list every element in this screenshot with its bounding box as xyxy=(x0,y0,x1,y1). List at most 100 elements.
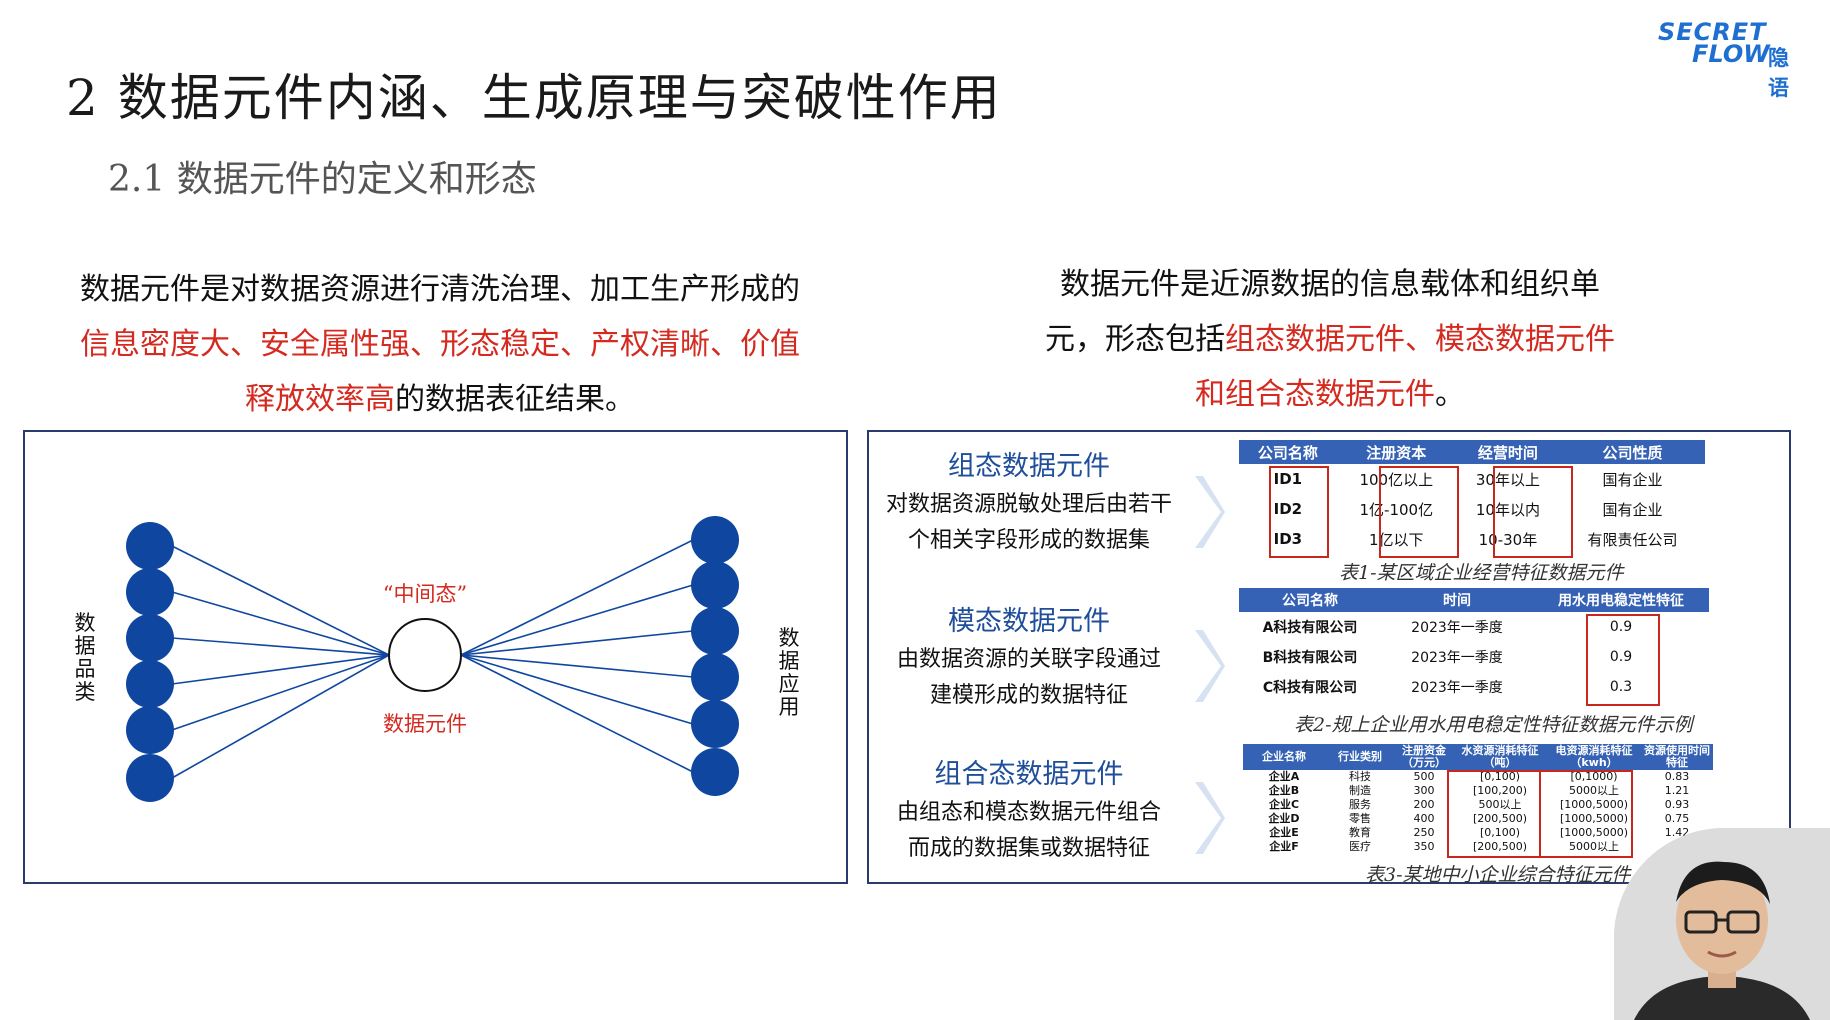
table-cell: 0.93 xyxy=(1664,798,1690,811)
modal-element-block: 模态数据元件 由数据资源的关联字段通过 建模形成的数据特征 xyxy=(869,599,1189,714)
table-row: ID3 1亿以下 10-30年 有限责任公司 xyxy=(1239,524,1705,554)
config-element-desc-2: 个相关字段形成的数据集 xyxy=(907,528,1150,553)
data-category-node xyxy=(126,660,174,708)
table-cell: 制造 xyxy=(1349,784,1371,797)
table-3-wrap: 企业名称 行业类别 注册资金（万元） 水资源消耗特征（吨） 电资源消耗特征（kw… xyxy=(1243,744,1713,858)
connector-line xyxy=(171,545,390,656)
highlight-box xyxy=(1379,466,1459,558)
table-row: 企业A 科技 500 [0,100) [0,1000) 0.83 xyxy=(1243,770,1713,784)
table-row: C科技有限公司 2023年一季度 0.3 xyxy=(1239,672,1709,702)
logo-text-chinese: 隐语 xyxy=(1768,46,1789,100)
table-cell: 企业E xyxy=(1269,826,1299,839)
table-cell: 医疗 xyxy=(1349,840,1371,853)
modal-element-title: 模态数据元件 xyxy=(948,606,1110,637)
table-cell: 400 xyxy=(1413,812,1435,825)
table-cell: ID3 xyxy=(1273,530,1303,548)
table-1-header: 注册资本 xyxy=(1336,440,1456,464)
table-cell: 零售 xyxy=(1349,812,1371,825)
table-cell: 1.21 xyxy=(1664,784,1690,797)
forms-line-2-highlight: 组态数据元件、模态数据元件 xyxy=(1225,322,1615,357)
connector-line xyxy=(171,654,390,685)
table-2-caption: 表2-规上企业用水用电稳定性特征数据元件示例 xyxy=(1294,714,1693,736)
table-cell: [1000,5000) xyxy=(1559,798,1629,811)
data-application-label: 数据应用 xyxy=(778,626,800,719)
data-element-label: 数据元件 xyxy=(383,712,467,736)
table-cell: 0.3 xyxy=(1609,679,1633,695)
chevron-right-icon xyxy=(1195,782,1225,854)
definition-highlight: 释放效率高 xyxy=(245,382,395,417)
connector-line xyxy=(460,654,694,725)
table-cell: [1000,5000) xyxy=(1559,826,1629,839)
data-category-node xyxy=(126,522,174,570)
table-2-wrap: 公司名称 时间 用水用电稳定性特征 A科技有限公司 2023年一季度 0.9 B… xyxy=(1239,588,1709,706)
connector-line xyxy=(171,654,390,779)
table-row: 企业F 医疗 350 [200,500) 5000以上 xyxy=(1243,840,1713,854)
slide-title: 2 数据元件内涵、生成原理与突破性作用 xyxy=(66,69,1002,127)
table-row: ID1 100亿以上 30年以上 国有企业 xyxy=(1239,464,1705,494)
connector-line xyxy=(460,654,694,678)
composite-element-title: 组合态数据元件 xyxy=(934,759,1124,790)
table-cell: 科技 xyxy=(1349,770,1371,783)
config-element-title: 组态数据元件 xyxy=(948,451,1110,482)
table-cell: 企业D xyxy=(1268,812,1300,825)
forms-line-3: 和组合态数据元件。 xyxy=(1030,367,1630,422)
table-cell: 企业F xyxy=(1269,840,1299,853)
data-application-node xyxy=(691,653,739,701)
table-cell: ID2 xyxy=(1273,500,1303,518)
chevron-right-icon xyxy=(1195,476,1225,548)
connector-line xyxy=(171,654,390,731)
data-category-node xyxy=(126,754,174,802)
data-application-node xyxy=(691,516,739,564)
table-row: 企业D 零售 400 [200,500) [1000,5000) 0.75 xyxy=(1243,812,1713,826)
table-cell: 0.75 xyxy=(1664,812,1690,825)
definition-tail: 的数据表征结果。 xyxy=(395,382,635,417)
forms-line-2: 元，形态包括组态数据元件、模态数据元件 xyxy=(1030,312,1630,367)
table-cell: 5000以上 xyxy=(1569,784,1619,797)
table-cell: 350 xyxy=(1413,840,1435,853)
data-application-node xyxy=(691,700,739,748)
table-2-header: 用水用电稳定性特征 xyxy=(1533,588,1709,612)
table-3-header: 注册资金（万元） xyxy=(1395,744,1453,770)
table-cell: [0,1000) xyxy=(1570,770,1618,783)
modal-element-desc-1: 由数据资源的关联字段通过 xyxy=(896,647,1161,672)
definition-line-3: 释放效率高的数据表征结果。 xyxy=(60,372,820,427)
chevron-right-icon xyxy=(1195,630,1225,702)
connector-line xyxy=(460,630,694,656)
config-element-desc-1: 对数据资源脱敏处理后由若干 xyxy=(885,492,1172,517)
forms-line-2-pre: 元，形态包括 xyxy=(1045,322,1225,357)
presenter-avatar xyxy=(1614,828,1830,1020)
table-row: A科技有限公司 2023年一季度 0.9 xyxy=(1239,612,1709,642)
table-cell: 1亿-100亿 xyxy=(1359,500,1434,519)
table-2-header: 公司名称 xyxy=(1239,588,1381,612)
data-category-label: 数据品类 xyxy=(74,611,96,704)
table-1-header: 公司性质 xyxy=(1560,440,1705,464)
definition-line-2: 信息密度大、安全属性强、形态稳定、产权清晰、价值 xyxy=(80,327,800,362)
table-cell: 企业A xyxy=(1268,770,1300,783)
middle-state-circle xyxy=(388,618,462,692)
table-cell: [1000,5000) xyxy=(1559,812,1629,825)
table-cell: 2023年一季度 xyxy=(1411,680,1503,696)
table-cell: 100亿以上 xyxy=(1359,470,1434,489)
highlight-box xyxy=(1539,770,1633,858)
connector-line xyxy=(460,539,694,656)
table-cell: C科技有限公司 xyxy=(1262,680,1358,696)
table-cell: 2023年一季度 xyxy=(1411,620,1503,636)
table-cell: 有限责任公司 xyxy=(1587,530,1678,549)
table-cell: 0.9 xyxy=(1609,649,1633,665)
forms-line-3-highlight: 和组合态数据元件 xyxy=(1195,377,1435,412)
table-cell: 2023年一季度 xyxy=(1411,650,1503,666)
modal-element-desc-2: 建模形成的数据特征 xyxy=(929,683,1128,708)
table-cell: [100,200) xyxy=(1472,784,1528,797)
data-element-diagram-panel: 数据品类 数据应用 “中间态” 数据元件 xyxy=(23,430,848,884)
connector-line xyxy=(171,591,390,656)
highlight-box xyxy=(1586,614,1660,706)
table-cell: [200,500) xyxy=(1472,812,1528,825)
forms-line-1: 数据元件是近源数据的信息载体和组织单 xyxy=(1060,267,1600,302)
table-cell: 250 xyxy=(1413,826,1435,839)
highlight-box xyxy=(1493,466,1573,558)
table-row: 企业B 制造 300 [100,200) 5000以上 1.21 xyxy=(1243,784,1713,798)
table-cell: [200,500) xyxy=(1472,840,1528,853)
data-category-node xyxy=(126,614,174,662)
table-cell: 500 xyxy=(1413,770,1435,783)
presenter-video xyxy=(1614,828,1830,1020)
